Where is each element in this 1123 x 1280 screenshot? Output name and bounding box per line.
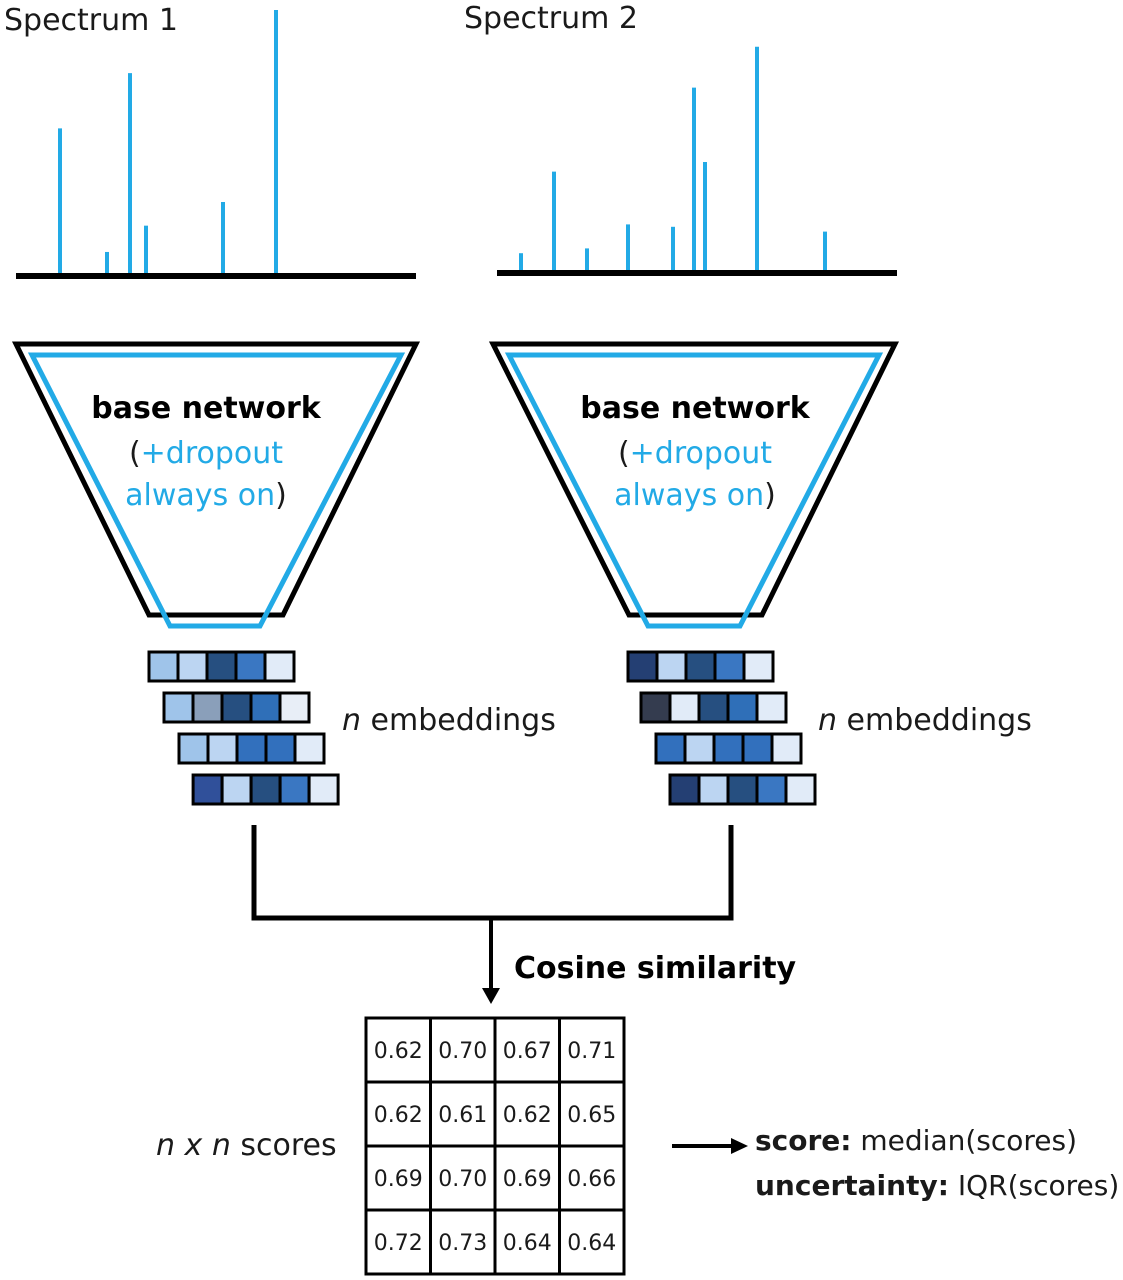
matrix-cell-value: 0.64 xyxy=(567,1231,616,1256)
embedding-right-cell xyxy=(713,650,746,683)
matrix-cell-value: 0.72 xyxy=(374,1231,423,1256)
embedding-right-cell xyxy=(683,732,716,765)
embeddings-1 xyxy=(147,650,340,806)
embeddings-1-label: n embeddings xyxy=(342,703,556,738)
network-2-dropout-line2: always on) xyxy=(614,478,776,513)
matrix-cell-value: 0.61 xyxy=(438,1103,487,1128)
embedding-right-cell xyxy=(755,773,788,806)
spectrum-1-peaks xyxy=(58,10,278,273)
embedding-right-cell xyxy=(741,732,774,765)
embedding-left-cell xyxy=(191,773,224,806)
embedding-right-cell xyxy=(697,773,730,806)
spectrum-2: Spectrum 2 xyxy=(464,1,897,276)
network-1-dropout-line1: (+dropout xyxy=(129,436,283,471)
network-1-outer-funnel xyxy=(11,341,421,618)
output-arrow-head xyxy=(731,1138,748,1154)
matrix-cell-value: 0.62 xyxy=(503,1103,552,1128)
embedding-left-cell xyxy=(205,650,238,683)
embedding-left-cell xyxy=(162,691,195,724)
matrix-cell-value: 0.69 xyxy=(374,1167,423,1192)
embedding-left-cell xyxy=(220,773,253,806)
embedding-left-cell xyxy=(249,691,282,724)
scores-label: n x n scores xyxy=(156,1128,337,1163)
embedding-right-cell xyxy=(684,650,717,683)
network-1-title: base network xyxy=(91,391,322,426)
embedding-left-cell xyxy=(249,773,282,806)
network-1-dropout-line2: always on) xyxy=(125,478,287,513)
network-2-title: base network xyxy=(580,391,811,426)
embedding-right-cell xyxy=(770,732,803,765)
embedding-left-cell xyxy=(264,732,297,765)
embedding-right-cell xyxy=(726,773,759,806)
base-network-1: base network (+dropout always on) xyxy=(11,341,421,629)
matrix-cell-value: 0.62 xyxy=(374,1039,423,1064)
embedding-left-cell xyxy=(263,650,296,683)
embedding-left-cell xyxy=(278,773,311,806)
merge-connector xyxy=(251,825,734,921)
embedding-left-cell xyxy=(234,650,267,683)
spectrum-2-title: Spectrum 2 xyxy=(464,1,638,36)
spectrum-2-peaks xyxy=(519,46,827,270)
embedding-right-cell xyxy=(784,773,817,806)
matrix-cell-value: 0.65 xyxy=(567,1103,616,1128)
embedding-left-cell xyxy=(177,732,210,765)
network-2-inner-funnel xyxy=(504,352,884,629)
base-network-2: base network (+dropout always on) xyxy=(488,341,900,629)
embedding-left-cell xyxy=(235,732,268,765)
embedding-right-cell xyxy=(697,691,730,724)
embedding-right-cell xyxy=(654,732,687,765)
embedding-left-cell xyxy=(191,691,224,724)
uncertainty-output: uncertainty: IQR(scores) xyxy=(755,1169,1119,1202)
matrix-cell xyxy=(558,1208,626,1276)
embedding-right-cell xyxy=(712,732,745,765)
matrix-cell-value: 0.67 xyxy=(503,1039,552,1064)
embedding-right-cell xyxy=(668,691,701,724)
matrix-cell-value: 0.71 xyxy=(567,1039,616,1064)
matrix-cell-value: 0.66 xyxy=(567,1167,616,1192)
embedding-right-cell xyxy=(755,691,788,724)
cosine-similarity-label: Cosine similarity xyxy=(514,951,797,986)
scores-matrix: 0.62 0.70 0.67 0.71 0.62 0.61 0.62 0.65 0.69 0.70… xyxy=(364,1016,626,1276)
down-arrow-head xyxy=(482,988,500,1004)
embedding-left-cell xyxy=(206,732,239,765)
embedding-left-cell xyxy=(147,650,180,683)
matrix-cell-value: 0.64 xyxy=(503,1231,552,1256)
matrix-cell-value: 0.69 xyxy=(503,1167,552,1192)
embedding-right-cell xyxy=(726,691,759,724)
embedding-left-cell xyxy=(220,691,253,724)
embedding-right-cell xyxy=(668,773,701,806)
embeddings-2-label: n embeddings xyxy=(818,703,1032,738)
spectrum-1-title: Spectrum 1 xyxy=(4,3,178,38)
embedding-left-cell xyxy=(293,732,326,765)
matrix-cell-value: 0.70 xyxy=(438,1039,487,1064)
network-2-dropout-line1: (+dropout xyxy=(618,436,772,471)
embedding-right-cell xyxy=(742,650,775,683)
matrix-cell-value: 0.73 xyxy=(438,1231,487,1256)
network-2-outer-funnel xyxy=(488,341,900,618)
embedding-right-cell xyxy=(626,650,659,683)
spectrum-1: Spectrum 1 xyxy=(4,3,416,279)
matrix-cell-value: 0.70 xyxy=(438,1167,487,1192)
score-output: score: median(scores) xyxy=(755,1124,1077,1157)
embedding-left-cell xyxy=(307,773,340,806)
embedding-left-cell xyxy=(278,691,311,724)
embeddings-2 xyxy=(626,650,817,806)
embedding-left-cell xyxy=(176,650,209,683)
embedding-right-cell xyxy=(655,650,688,683)
embedding-right-cell xyxy=(639,691,672,724)
network-1-inner-funnel xyxy=(27,352,406,629)
matrix-cell-value: 0.62 xyxy=(374,1103,423,1128)
